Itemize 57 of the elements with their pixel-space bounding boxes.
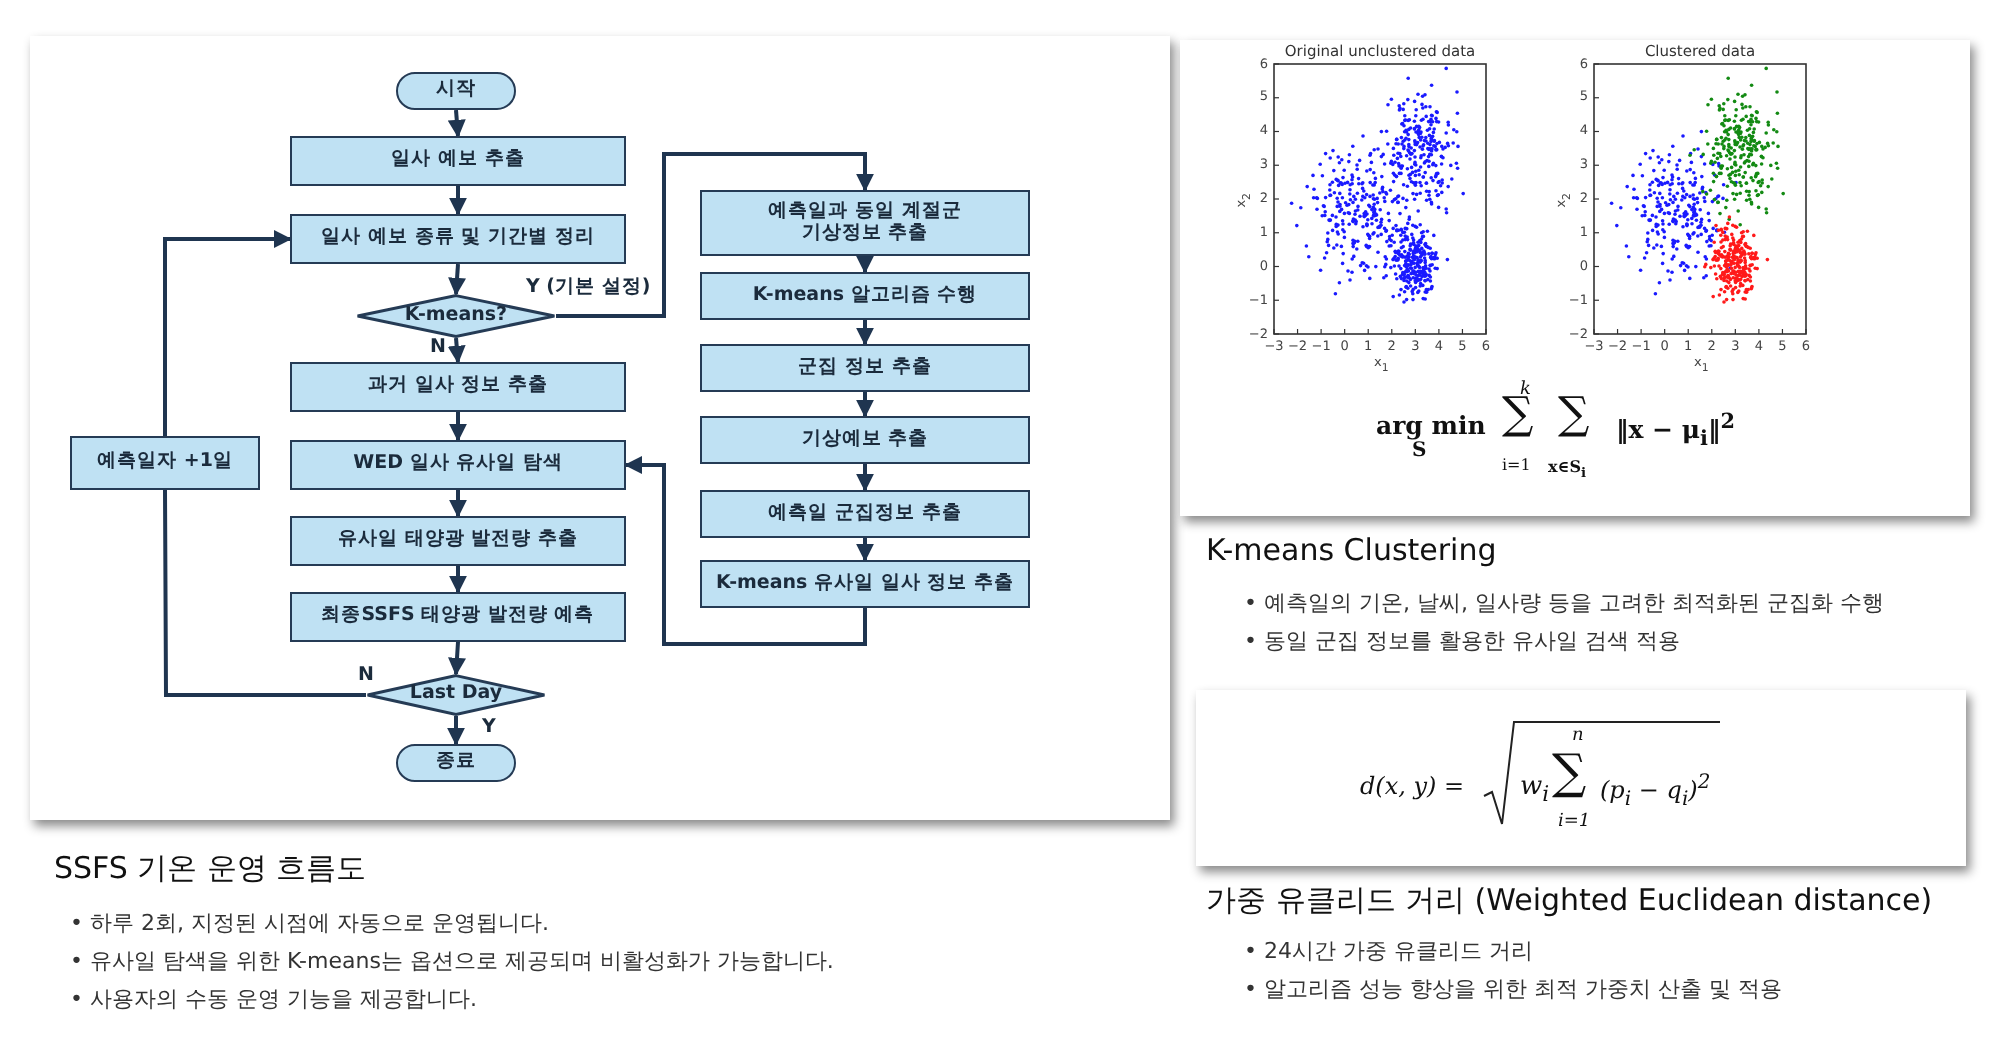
formula-text: i=1 (1558, 812, 1591, 832)
process-box: WED 일사 유사일 탐색 (290, 440, 626, 490)
arrow (624, 456, 867, 646)
edge-label: Y (기본 설정) (524, 278, 653, 299)
arrow (856, 538, 874, 562)
arrow (856, 464, 874, 492)
process-box: 군집 정보 추출 (700, 344, 1030, 392)
bullet-text: • 유사일 탐색을 위한 K-means는 옵션으로 제공되며 비활성화가 가능합니다. (70, 946, 834, 978)
bullet-text: • 알고리즘 성능 향상을 위한 최적 가중치 산출 및 적용 (1244, 974, 1782, 1006)
process-box: 예측일과 동일 계절군 기상정보 추출 (700, 190, 1030, 256)
arrow (856, 255, 874, 274)
arrow (447, 716, 465, 746)
formula-text: w$_{i}$ (1520, 772, 1550, 808)
formula-text: d(x, y) = (1360, 772, 1465, 800)
arrow (556, 152, 874, 318)
formula-symbol: ∑ (1552, 744, 1587, 800)
process-box: K-means 유사일 일사 정보 추출 (700, 560, 1030, 608)
arrow (448, 263, 467, 296)
terminal-box: 종료 (396, 744, 516, 782)
arrow (449, 490, 467, 518)
formula-text: n (1572, 726, 1584, 746)
process-box: 기상예보 추출 (700, 416, 1030, 464)
process-box: 예측일 군집정보 추출 (700, 490, 1030, 538)
bullet-text: • 예측일의 기온, 날씨, 일사량 등을 고려한 최적화된 군집화 수행 (1244, 588, 1884, 620)
arrow (163, 230, 292, 436)
process-box: 최종SSFS 태양광 발전량 예측 (290, 592, 626, 642)
process-box: K-means 알고리즘 수행 (700, 272, 1030, 320)
formula-symbol: ∑ (1558, 390, 1590, 440)
arrow (856, 392, 874, 418)
connector-line (163, 490, 366, 697)
formula-text: x∈S$_{i}$ (1548, 456, 1586, 482)
terminal-box: 시작 (396, 72, 516, 110)
section-heading: SSFS 기온 운영 흐름도 (54, 850, 367, 888)
bullet-text: • 동일 군집 정보를 활용한 유사일 검색 적용 (1244, 626, 1680, 658)
decision-diamond: K-means? (356, 294, 556, 338)
formula-text: i=1 (1502, 456, 1531, 474)
process-box: 일사 예보 추출 (290, 136, 626, 186)
arrow (856, 320, 874, 346)
formula-text: S (1412, 440, 1427, 462)
arrow (449, 186, 467, 216)
arrow (449, 412, 467, 442)
process-box: 유사일 태양광 발전량 추출 (290, 516, 626, 566)
arrow (449, 566, 467, 594)
arrow (448, 641, 466, 676)
bullet-text: • 사용자의 수동 운영 기능을 제공합니다. (70, 984, 477, 1016)
process-box: 예측일자 +1일 (70, 436, 260, 490)
arrow (447, 337, 466, 364)
process-box: 일사 예보 종류 및 기간별 정리 (290, 214, 626, 264)
formula-text: (p$_{i}$ − q$_{i}$)$^{2}$ (1600, 772, 1711, 811)
formula-text: ‖x − μ$_{i}$‖$^{2}$ (1616, 410, 1735, 452)
bullet-text: • 하루 2회, 지정된 시점에 자동으로 운영됩니다. (70, 908, 549, 940)
formula-text: arg min (1376, 410, 1486, 440)
bullet-text: • 24시간 가중 유클리드 거리 (1244, 936, 1533, 968)
process-box: 과거 일사 정보 추출 (290, 362, 626, 412)
arrow (447, 109, 466, 138)
section-heading: K-means Clustering (1206, 532, 1497, 568)
section-heading: 가중 유클리드 거리 (Weighted Euclidean distance) (1206, 882, 1933, 920)
